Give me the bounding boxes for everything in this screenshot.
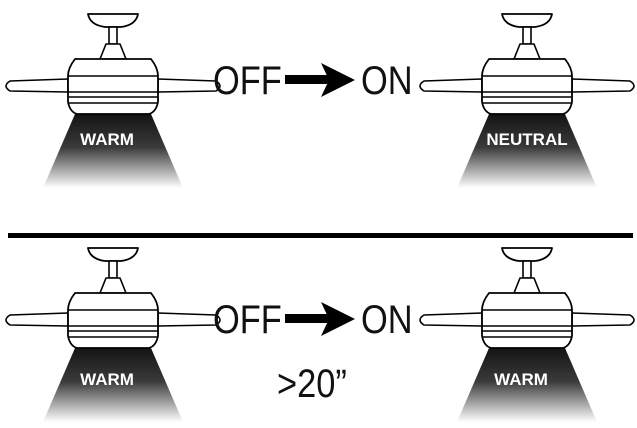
light-label: NEUTRAL bbox=[486, 130, 567, 149]
off-state-label: OFF bbox=[213, 298, 282, 342]
ceiling-fan-icon bbox=[5, 247, 221, 423]
light-label: WARM bbox=[80, 130, 134, 149]
delay-label: >20” bbox=[277, 362, 347, 406]
light-label: WARM bbox=[494, 370, 548, 389]
transition-row2: OFF ON bbox=[213, 296, 413, 344]
ceiling-fan-icon bbox=[5, 13, 221, 189]
light-label: WARM bbox=[80, 370, 134, 389]
ceiling-fan-icon bbox=[419, 247, 635, 423]
fan-after-row1: NEUTRAL bbox=[419, 13, 635, 189]
fan-before-row1: WARM bbox=[5, 13, 221, 189]
ceiling-fan-icon bbox=[419, 13, 635, 189]
divider bbox=[8, 233, 633, 238]
on-state-label: ON bbox=[361, 298, 413, 342]
fan-before-row2: WARM bbox=[5, 247, 221, 423]
on-state-label: ON bbox=[361, 59, 413, 103]
transition-row1: OFF ON bbox=[213, 57, 413, 105]
fan-after-row2: WARM bbox=[419, 247, 635, 423]
off-state-label: OFF bbox=[213, 59, 282, 103]
right-arrow-icon bbox=[285, 63, 355, 97]
right-arrow-icon bbox=[285, 302, 355, 336]
